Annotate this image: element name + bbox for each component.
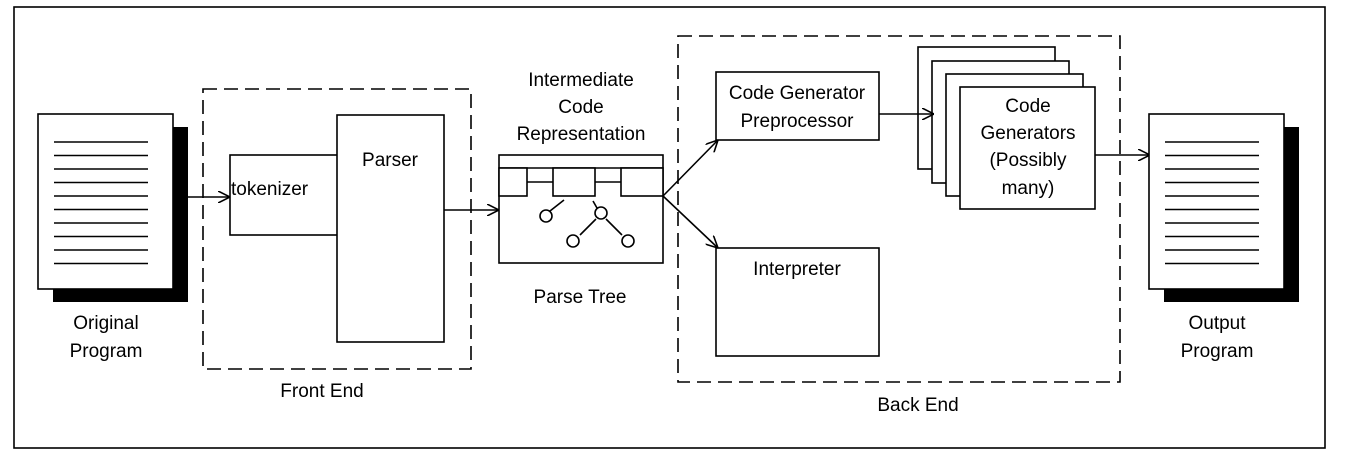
code-generators-stack [917, 46, 1096, 210]
intermediate-label-1: Intermediate [528, 70, 634, 91]
arrow-tree-to-preprocessor [662, 140, 718, 197]
tree-node-cell [498, 167, 528, 197]
parser-label: Parser [362, 150, 419, 171]
front-end-group [202, 88, 472, 370]
output-program-label-2: Program [1181, 341, 1254, 362]
output-program-label-1: Output [1188, 313, 1246, 334]
code-generators-label-1: Code [1005, 96, 1050, 117]
front-end-label: Front End [280, 381, 363, 402]
parse-tree-box [498, 154, 664, 264]
interpreter-label: Interpreter [753, 259, 841, 280]
document-text-lines [1165, 141, 1259, 265]
tree-node-cell [552, 167, 596, 197]
tokenizer-box [229, 154, 346, 236]
arrow-tree-to-interpreter [662, 195, 718, 248]
original-program-label-2: Program [70, 341, 143, 362]
intermediate-label-3: Representation [517, 124, 646, 145]
code-generators-label-3: (Possibly [989, 150, 1067, 171]
tree-leaf-node [594, 206, 608, 220]
interpreter-box [715, 247, 880, 357]
tree-leaf-node [566, 234, 580, 248]
code-generators-label-4: many) [1002, 178, 1055, 199]
tokenizer-label: tokenizer [231, 179, 309, 200]
preprocessor-label-2: Preprocessor [741, 111, 855, 132]
diagram-frame [13, 6, 1326, 449]
back-end-label: Back End [877, 395, 958, 416]
original-program-document [37, 113, 188, 302]
original-program-label-1: Original [73, 313, 138, 334]
back-end-group [677, 35, 1121, 383]
parse-tree-label: Parse Tree [534, 287, 627, 308]
document-text-lines [54, 141, 148, 265]
preprocessor-label-1: Code Generator [729, 83, 866, 104]
tree-leaf-node [621, 234, 635, 248]
parser-box [336, 114, 445, 343]
intermediate-label-2: Code [558, 97, 603, 118]
output-program-document [1148, 113, 1299, 302]
tree-node-cell [620, 167, 664, 197]
tree-leaf-node [539, 209, 553, 223]
code-generators-label-2: Generators [980, 123, 1075, 144]
code-generator-preprocessor-box [715, 71, 880, 141]
